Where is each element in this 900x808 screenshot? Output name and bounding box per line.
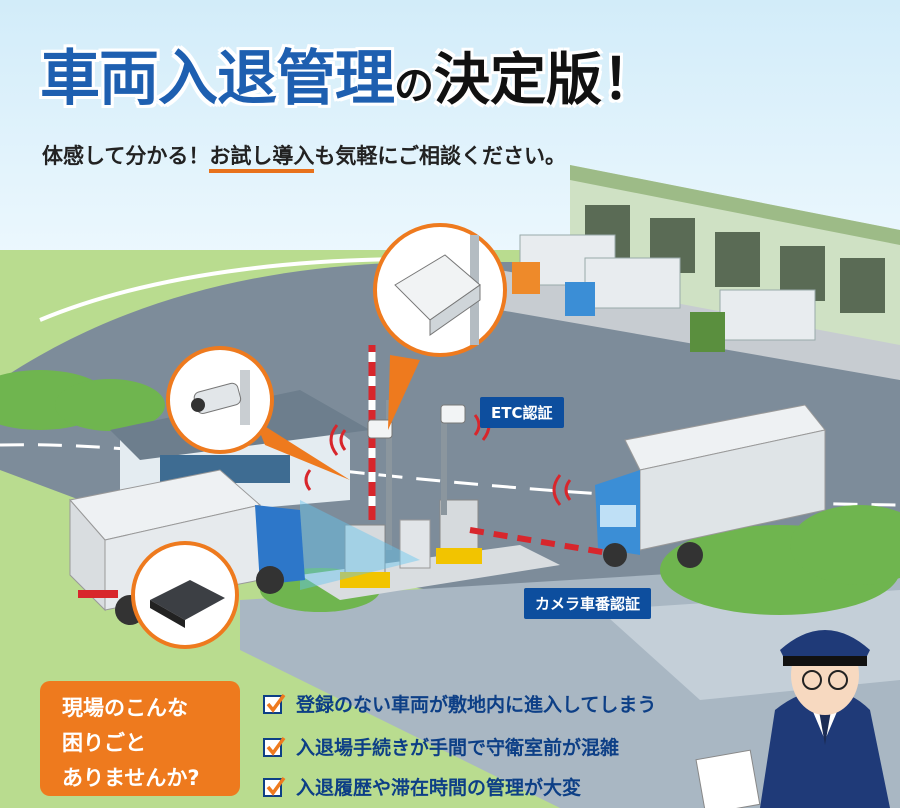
title-main: 車両入退管理 [40,44,395,114]
problem-item: 入退履歴や滞在時間の管理が大変 [262,773,581,800]
title-tail: 決定版！ [434,48,658,113]
check-icon [263,736,286,757]
problem-text: 登録のない車両が敷地内に進入してしまう [296,694,657,716]
etc-label: ETC認証 [480,397,564,428]
subtitle-after: も気軽にご相談ください。 [314,144,566,168]
problems-title-line: ありませんか? [62,766,200,790]
guard-icon [695,630,890,808]
check-icon [263,693,286,714]
problem-text: 入退場手続きが手間で守衛室前が混雑 [296,737,620,759]
check-icon [263,776,286,797]
problem-item: 登録のない車両が敷地内に進入してしまう [262,690,656,717]
subtitle: 体感して分かる！お試し導入も気軽にご相談ください。 [42,140,566,173]
antenna-icon [394,235,481,345]
camera-icon [191,370,250,425]
subtitle-before: 体感して分かる！ [42,144,210,168]
camera-plate-label: カメラ車番認証 [524,588,652,619]
problem-item: 入退場手続きが手間で守衛室前が混雑 [262,733,619,760]
problem-text: 入退履歴や滞在時間の管理が大変 [296,777,582,799]
problems-title-line: 現場のこんな [62,696,188,720]
problems-title-line: 困りごと [62,731,146,755]
title-connector: の [394,63,434,109]
problems-title-box: 現場のこんな 困りごと ありませんか? [40,681,240,796]
page-title: 車両入退管理の決定版！ [40,30,658,117]
subtitle-emphasis: お試し導入 [209,144,315,173]
etc-reader-icon [150,580,225,628]
